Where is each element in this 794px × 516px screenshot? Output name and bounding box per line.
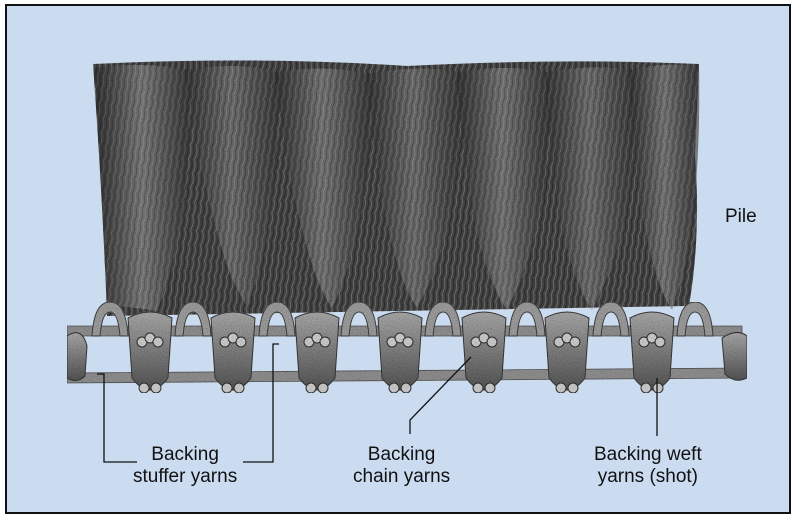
edge-pod-left: [67, 333, 87, 381]
weft-pod: [630, 312, 674, 393]
pile-label: Pile: [725, 206, 757, 228]
pile-tufts: [93, 60, 699, 316]
weft-pod: [462, 312, 506, 393]
carpet-cross-section: [7, 6, 789, 512]
weft-pod: [295, 312, 339, 393]
stuffer-leader-left: [97, 374, 137, 462]
weft-pod: [378, 312, 422, 393]
chain-leader: [410, 357, 471, 434]
backing-structure: [67, 302, 747, 393]
weft-yarns-label: Backing weft yarns (shot): [594, 444, 702, 488]
diagram-frame: Pile Backing stuffer yarns Backing chain…: [5, 4, 791, 514]
chain-yarns-label: Backing chain yarns: [353, 444, 450, 488]
weft-pod: [128, 312, 172, 393]
weft-pod: [545, 312, 589, 393]
stuffer-yarns-label: Backing stuffer yarns: [133, 444, 237, 488]
weft-pod: [211, 312, 255, 393]
edge-pod-right: [722, 332, 747, 380]
